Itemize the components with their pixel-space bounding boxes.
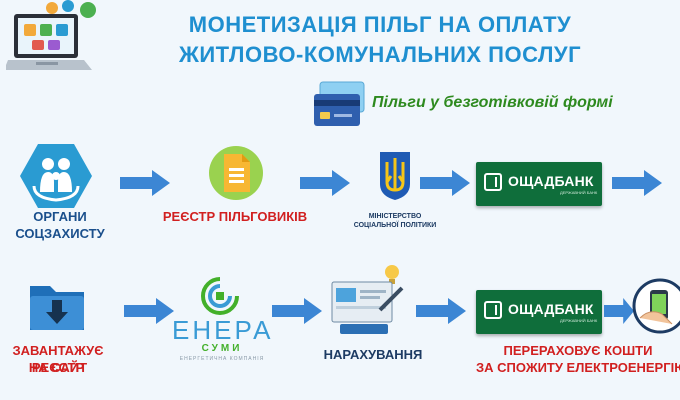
billing-computer-icon: [331, 265, 404, 334]
bank-sub-2: ДЕРЖАВНИЙ БАНК: [560, 318, 598, 323]
download-folder-icon: [30, 286, 84, 330]
label-upload-line2: НА САЙТ: [28, 360, 88, 375]
bank-logo-card: ОЩАДБАНК ДЕРЖАВНИЙ БАНК: [476, 162, 602, 206]
enera-name: ЕНЕРА: [172, 315, 274, 345]
enera-city: СУМИ: [201, 343, 243, 354]
credit-cards-icon: [314, 81, 365, 126]
label-transfer-line1: ПЕРЕРАХОВУЄ КОШТИ: [503, 343, 653, 358]
arrow-right-icon: [272, 298, 322, 324]
ukraine-trident-icon: [380, 152, 410, 200]
arrow-right-icon: [124, 298, 174, 324]
bank-name: ОЩАДБАНК: [508, 173, 594, 189]
bank-logo-icon: [484, 301, 502, 319]
laptop-apps-icon: [6, 0, 96, 70]
family-care-icon: [20, 144, 92, 208]
arrow-right-icon: [604, 298, 634, 324]
subtitle: Пільги у безготівковій формі: [372, 94, 613, 111]
bank-logo-icon: [484, 173, 502, 191]
label-transfer-line2: ЗА СПОЖИТУ ЕЛЕКТРОЕНЕРГІЮ: [476, 360, 680, 375]
enera-logo-icon: [201, 277, 239, 315]
bank-sub: ДЕРЖАВНИЙ БАНК: [560, 190, 598, 195]
enera-sub: ЕНЕРГЕТИЧНА КОМПАНІЯ: [179, 356, 265, 362]
mobile-payment-icon: [632, 278, 680, 334]
arrow-right-icon: [120, 170, 170, 196]
label-beneficiary-registry: РЕЄСТР ПІЛЬГОВИКІВ: [162, 209, 308, 224]
arrow-right-icon: [420, 170, 470, 196]
arrow-right-icon: [416, 298, 466, 324]
label-billing: НАРАХУВАННЯ: [323, 347, 423, 362]
arrow-right-icon: [612, 170, 662, 196]
label-ministry-line1: МІНІСТЕРСТВО: [368, 213, 422, 220]
page-title-line1: МОНЕТИЗАЦІЯ ПІЛЬГ НА ОПЛАТУ: [188, 12, 572, 37]
label-social-protection: ОРГАНИ СОЦЗАХИСТУ: [15, 209, 105, 241]
bank-logo-card-2: ОЩАДБАНК ДЕРЖАВНИЙ БАНК: [476, 290, 602, 334]
bank-name-2: ОЩАДБАНК: [508, 301, 594, 317]
label-upload-line1: ЗАВАНТАЖУЄ РЕЄСТР: [12, 343, 104, 375]
document-icon: [209, 146, 263, 200]
label-ministry-line2: СОЦІАЛЬНОЇ ПОЛІТИКИ: [353, 222, 437, 229]
arrow-right-icon: [300, 170, 350, 196]
page-title-line2: ЖИТЛОВО-КОМУНАЛЬНИХ ПОСЛУГ: [178, 42, 582, 67]
